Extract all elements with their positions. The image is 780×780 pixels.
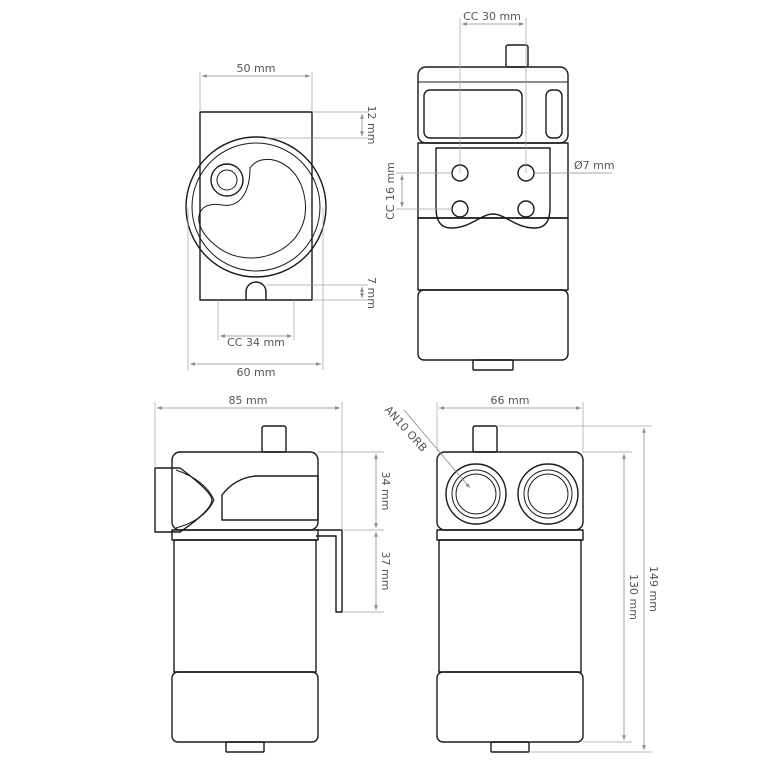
side-lower-body — [171, 671, 319, 743]
bracket-plate — [435, 147, 551, 229]
top-port-outer — [210, 163, 244, 197]
inlet-port-inner — [451, 469, 501, 519]
rear-lower-body — [417, 289, 569, 361]
outlet-port-inner — [523, 469, 573, 519]
can-outer-circle — [185, 136, 327, 278]
side-boss-curve — [175, 469, 215, 529]
overall-height-label: 149 mm — [647, 566, 660, 612]
bolt-hole-label: Ø7 mm — [574, 159, 615, 172]
side-inlet-boss — [154, 467, 213, 533]
side-window — [221, 475, 319, 521]
front-view: AN10 ORB 66 mm 130 mm 149 mm — [382, 394, 660, 753]
body-height-label: 130 mm — [627, 574, 640, 620]
inlet-port-outer — [445, 463, 507, 525]
rear-upper-body — [417, 142, 569, 219]
flat-offset-label: 12 mm — [365, 106, 378, 145]
inlet-port-bore — [455, 473, 497, 515]
bolt-spacing-v-label: CC 16 mm — [384, 162, 397, 220]
front-lower-body — [436, 671, 584, 743]
rear-mid-body — [417, 217, 569, 291]
bolt-spacing-h-label: CC 30 mm — [463, 10, 521, 23]
bracket-height-label: 37 mm — [379, 552, 392, 591]
rear-cap-knob — [505, 44, 529, 68]
overall-depth-label: 85 mm — [229, 394, 268, 407]
port-label: AN10 ORB — [382, 403, 430, 454]
front-cap-knob — [472, 425, 498, 453]
top-port-inner — [216, 169, 238, 191]
top-width-label: 50 mm — [237, 62, 276, 75]
slot-depth-label: 7 mm — [365, 277, 378, 309]
rear-view: CC 30 mm Ø7 mm CC 16 mm — [384, 10, 615, 371]
top-view: 50 mm 12 mm 7 mm CC 34 mm 60 mm — [185, 62, 378, 379]
front-flange — [436, 529, 584, 541]
can-inner-circle — [191, 142, 321, 272]
side-bracket — [316, 529, 343, 613]
side-head — [171, 451, 319, 531]
side-flange — [171, 529, 319, 541]
side-cap-knob — [261, 425, 287, 453]
rear-drain-plug — [472, 359, 514, 371]
side-upper-body — [173, 539, 317, 673]
front-drain-plug — [490, 741, 530, 753]
mount-slot — [245, 281, 267, 300]
baffle-channel — [198, 159, 306, 259]
hole-spacing-label: CC 34 mm — [227, 336, 285, 349]
rear-side-slot — [545, 89, 563, 139]
bolt-hole — [451, 200, 469, 218]
front-width-label: 66 mm — [491, 394, 530, 407]
diameter-label: 60 mm — [237, 366, 276, 379]
upper-height-label: 34 mm — [379, 472, 392, 511]
mount-plate-outline — [199, 111, 313, 301]
bolt-hole — [517, 200, 535, 218]
front-upper-body — [438, 539, 582, 673]
rear-window — [423, 89, 523, 139]
outlet-port-outer — [517, 463, 579, 525]
side-view: 85 mm 34 mm 37 mm — [154, 394, 392, 753]
side-drain-plug — [225, 741, 265, 753]
outlet-port-bore — [527, 473, 569, 515]
